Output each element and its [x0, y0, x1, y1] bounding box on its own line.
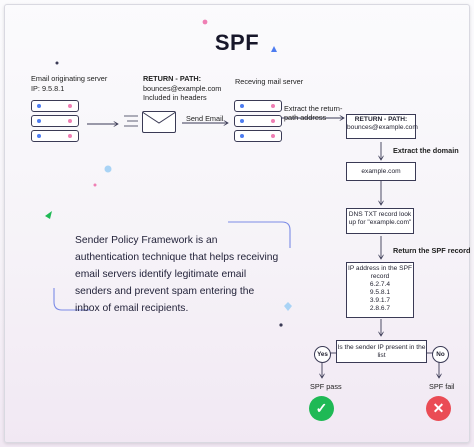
spf-ip: 3.9.1.7 [369, 297, 391, 304]
origin-heading: Email originating server [31, 74, 108, 83]
return-path-email: bounces@example.com [143, 84, 222, 93]
spf-ip: 2.8.6.7 [369, 305, 391, 312]
spf-fail-label: SPF fail [429, 382, 455, 391]
spf-ip: 9.5.8.1 [369, 289, 391, 296]
extract-domain-label: Extract the domain [393, 146, 459, 155]
return-path-note: Included in headers [143, 93, 207, 102]
no-tag: No [432, 346, 449, 363]
extract-return-path-label: Extract the return-path address [284, 104, 343, 122]
rp-box-heading: RETURN - PATH: [354, 116, 408, 123]
origin-ip: IP: 9.5.8.1 [31, 84, 65, 93]
return-spf-label: Return the SPF record [393, 246, 471, 255]
check-icon: ✓ [309, 396, 334, 421]
domain-box: example.com [346, 162, 416, 181]
spf-description: Sender Policy Framework is an authentica… [75, 235, 279, 314]
close-icon: ✕ [426, 396, 451, 421]
page-title: SPF [214, 30, 260, 55]
return-path-box: RETURN - PATH: bounces@example.com [346, 114, 418, 139]
send-email-label: Send Email [186, 114, 224, 123]
spf-record-box: IP address in the SPF record 6.2.7.4 9.5… [346, 262, 414, 318]
spf-pass-label: SPF pass [310, 382, 342, 391]
return-path-heading: RETURN - PATH: [143, 74, 202, 83]
spf-box-heading: IP address in the SPF record [347, 265, 413, 280]
sender-ip-question-box: Is the sender IP present in the list [336, 340, 427, 363]
yes-tag: Yes [314, 346, 331, 363]
receiving-heading: Receving mail server [235, 77, 304, 86]
frame [4, 4, 470, 443]
envelope-icon [142, 111, 176, 138]
rp-box-email: bounces@example.com [347, 124, 418, 131]
spf-ip: 6.2.7.4 [369, 281, 391, 288]
dns-lookup-box: DNS TXT record look up for "example.com" [346, 208, 414, 234]
